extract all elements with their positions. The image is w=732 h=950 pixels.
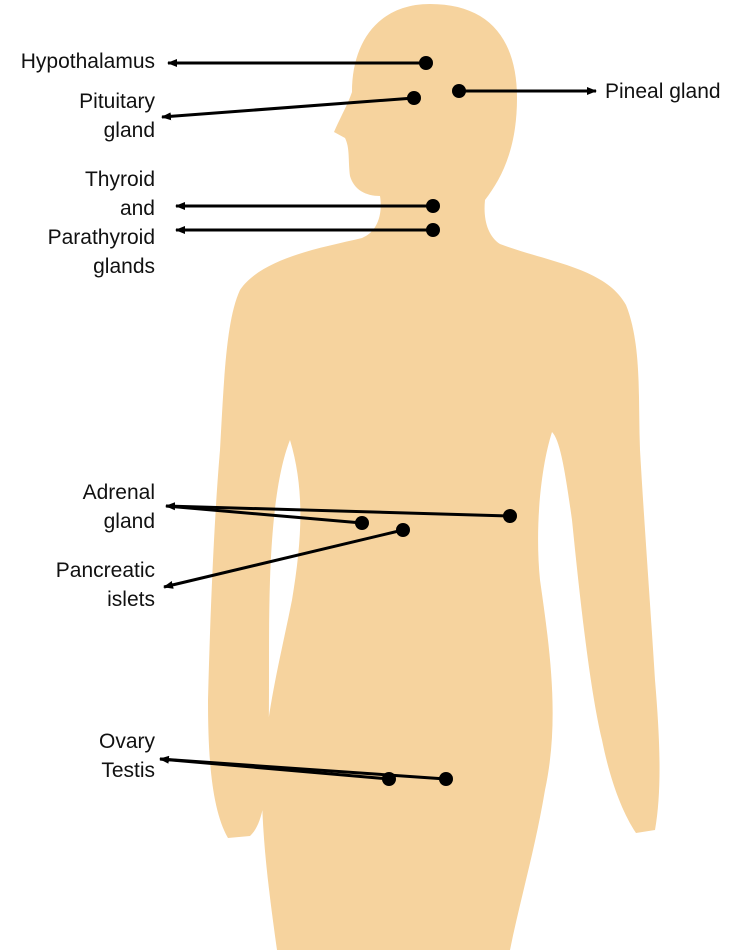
testis-dot bbox=[439, 772, 453, 786]
pituitary-dot bbox=[407, 91, 421, 105]
adrenal-dot-right bbox=[503, 509, 517, 523]
label-ovary: Ovary bbox=[99, 730, 156, 753]
pancreatic-dot bbox=[396, 523, 410, 537]
label-thyroid-line2: and bbox=[120, 197, 155, 220]
label-adrenal-line2: gland bbox=[104, 510, 155, 533]
label-pancreatic-line1: Pancreatic bbox=[56, 559, 155, 582]
label-testis: Testis bbox=[101, 759, 155, 782]
label-pineal: Pineal gland bbox=[605, 80, 721, 103]
label-pituitary-line2: gland bbox=[104, 119, 155, 142]
parathyroid-dot bbox=[426, 223, 440, 237]
label-thyroid-line3: Parathyroid bbox=[48, 226, 155, 249]
pineal-dot bbox=[452, 84, 466, 98]
ovary-dot bbox=[382, 772, 396, 786]
label-thyroid-line4: glands bbox=[93, 255, 155, 278]
human-body-silhouette bbox=[208, 4, 660, 950]
label-hypothalamus: Hypothalamus bbox=[21, 50, 155, 73]
adrenal-dot-left bbox=[355, 516, 369, 530]
label-adrenal-line1: Adrenal bbox=[83, 481, 155, 504]
hypothalamus-dot bbox=[419, 56, 433, 70]
label-thyroid-line1: Thyroid bbox=[85, 168, 155, 191]
label-pituitary-line1: Pituitary bbox=[79, 90, 155, 113]
thyroid-dot bbox=[426, 199, 440, 213]
label-pancreatic-line2: islets bbox=[107, 588, 155, 611]
